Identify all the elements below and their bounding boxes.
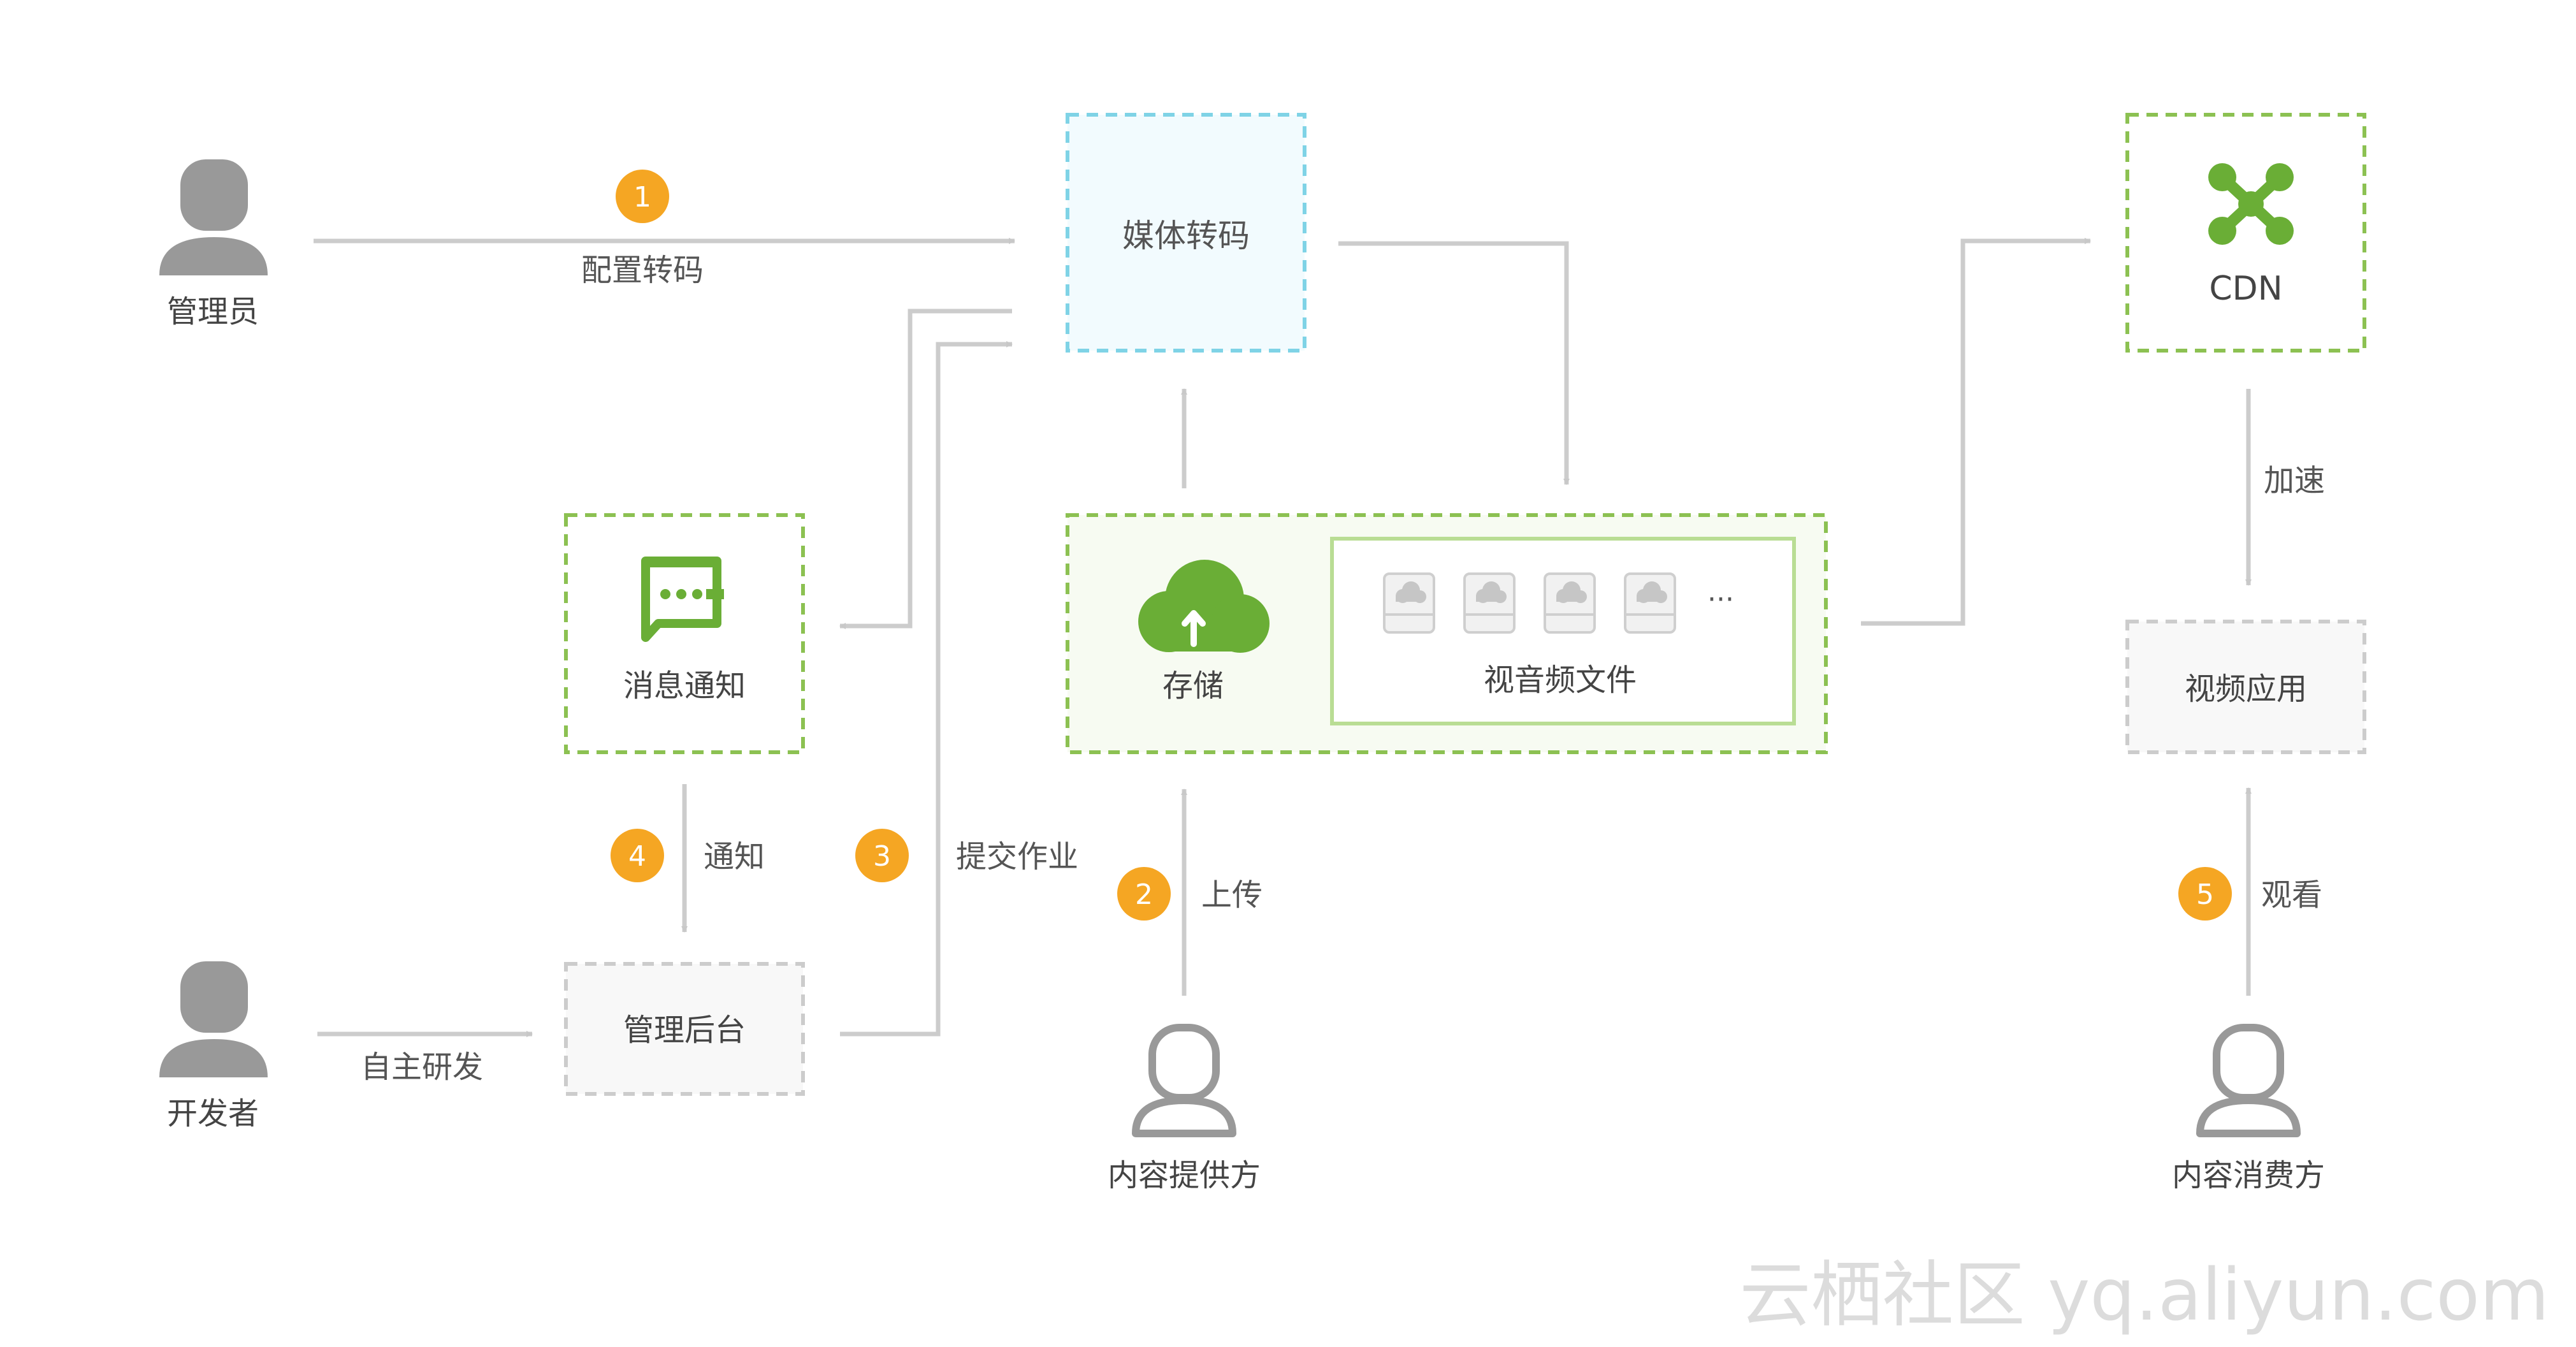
person-outline-icon — [2196, 1024, 2301, 1137]
step-badge — [616, 170, 669, 223]
edge-watch: 5 观看 — [2178, 787, 2322, 996]
cdn-node: CDN — [2125, 113, 2366, 353]
file-icon — [1383, 572, 1435, 634]
video-app-node: 视频应用 — [2125, 620, 2366, 754]
file-icon — [1544, 572, 1596, 634]
message-icon — [641, 557, 724, 642]
message-notify-node: 消息通知 — [564, 513, 805, 754]
storage-label: 存储 — [1162, 668, 1224, 704]
message-notify-label: 消息通知 — [623, 668, 746, 704]
cdn-label: CDN — [2209, 270, 2282, 308]
edge-label: 加速 — [2264, 463, 2325, 499]
admin-console-node: 管理后台 — [564, 962, 805, 1096]
cloud-upload-icon — [1138, 560, 1270, 653]
edge-self-develop: 自主研发 — [317, 1031, 533, 1085]
video-app-label: 视频应用 — [2185, 671, 2307, 707]
step-number: 1 — [633, 181, 651, 214]
developer-actor: 开发者 — [159, 961, 268, 1132]
person-icon — [159, 961, 268, 1077]
edge-submit-job: 3 提交作业 — [840, 341, 1078, 1037]
step-badge — [855, 829, 909, 882]
storage-group: 存储 — [1066, 513, 1828, 754]
media-transcode-label: 媒体转码 — [1122, 217, 1250, 254]
person-outline-icon — [1132, 1024, 1236, 1137]
network-icon — [2208, 163, 2294, 245]
step-number: 2 — [1135, 878, 1153, 911]
edge-transcode-to-notify — [839, 309, 1012, 629]
admin-label: 管理员 — [167, 294, 259, 330]
more-files-ellipsis: ··· — [1707, 583, 1734, 616]
video-files-box: ··· 视音频文件 — [1330, 537, 1796, 725]
admin-actor: 管理员 — [159, 159, 268, 330]
edge-storage-to-cdn — [1861, 238, 2091, 626]
step-badge — [2178, 867, 2232, 921]
step-number: 4 — [628, 840, 646, 873]
step-badge — [611, 829, 664, 882]
content-provider-label: 内容提供方 — [1108, 1158, 1261, 1193]
content-consumer-label: 内容消费方 — [2172, 1158, 2325, 1193]
edge-transcode-to-files — [1338, 241, 1570, 485]
edge-notify: 4 通知 — [611, 784, 765, 933]
video-files-label: 视音频文件 — [1484, 662, 1637, 698]
edge-label: 自主研发 — [361, 1049, 483, 1085]
edge-label: 观看 — [2261, 877, 2322, 913]
step-number: 3 — [873, 840, 891, 873]
edge-label: 通知 — [704, 839, 765, 875]
admin-console-label: 管理后台 — [623, 1012, 746, 1048]
step-number: 5 — [2196, 878, 2214, 911]
content-provider-actor: 内容提供方 — [1108, 1024, 1261, 1193]
edge-accelerate: 加速 — [2245, 389, 2325, 586]
edge-label: 配置转码 — [581, 252, 704, 288]
file-icon — [1463, 572, 1516, 634]
person-icon — [159, 159, 268, 275]
step-badge — [1117, 867, 1171, 921]
edge-configure: 1 配置转码 — [314, 170, 1015, 288]
edge-label: 上传 — [1201, 877, 1263, 913]
edge-label: 提交作业 — [956, 839, 1078, 875]
file-icon — [1624, 572, 1676, 634]
developer-label: 开发者 — [167, 1096, 259, 1132]
content-consumer-actor: 内容消费方 — [2172, 1024, 2325, 1193]
edge-upload: 2 上传 — [1117, 789, 1263, 996]
media-transcode-node: 媒体转码 — [1066, 113, 1306, 353]
watermark: 云栖社区 yq.aliyun.com — [1740, 1254, 2550, 1337]
